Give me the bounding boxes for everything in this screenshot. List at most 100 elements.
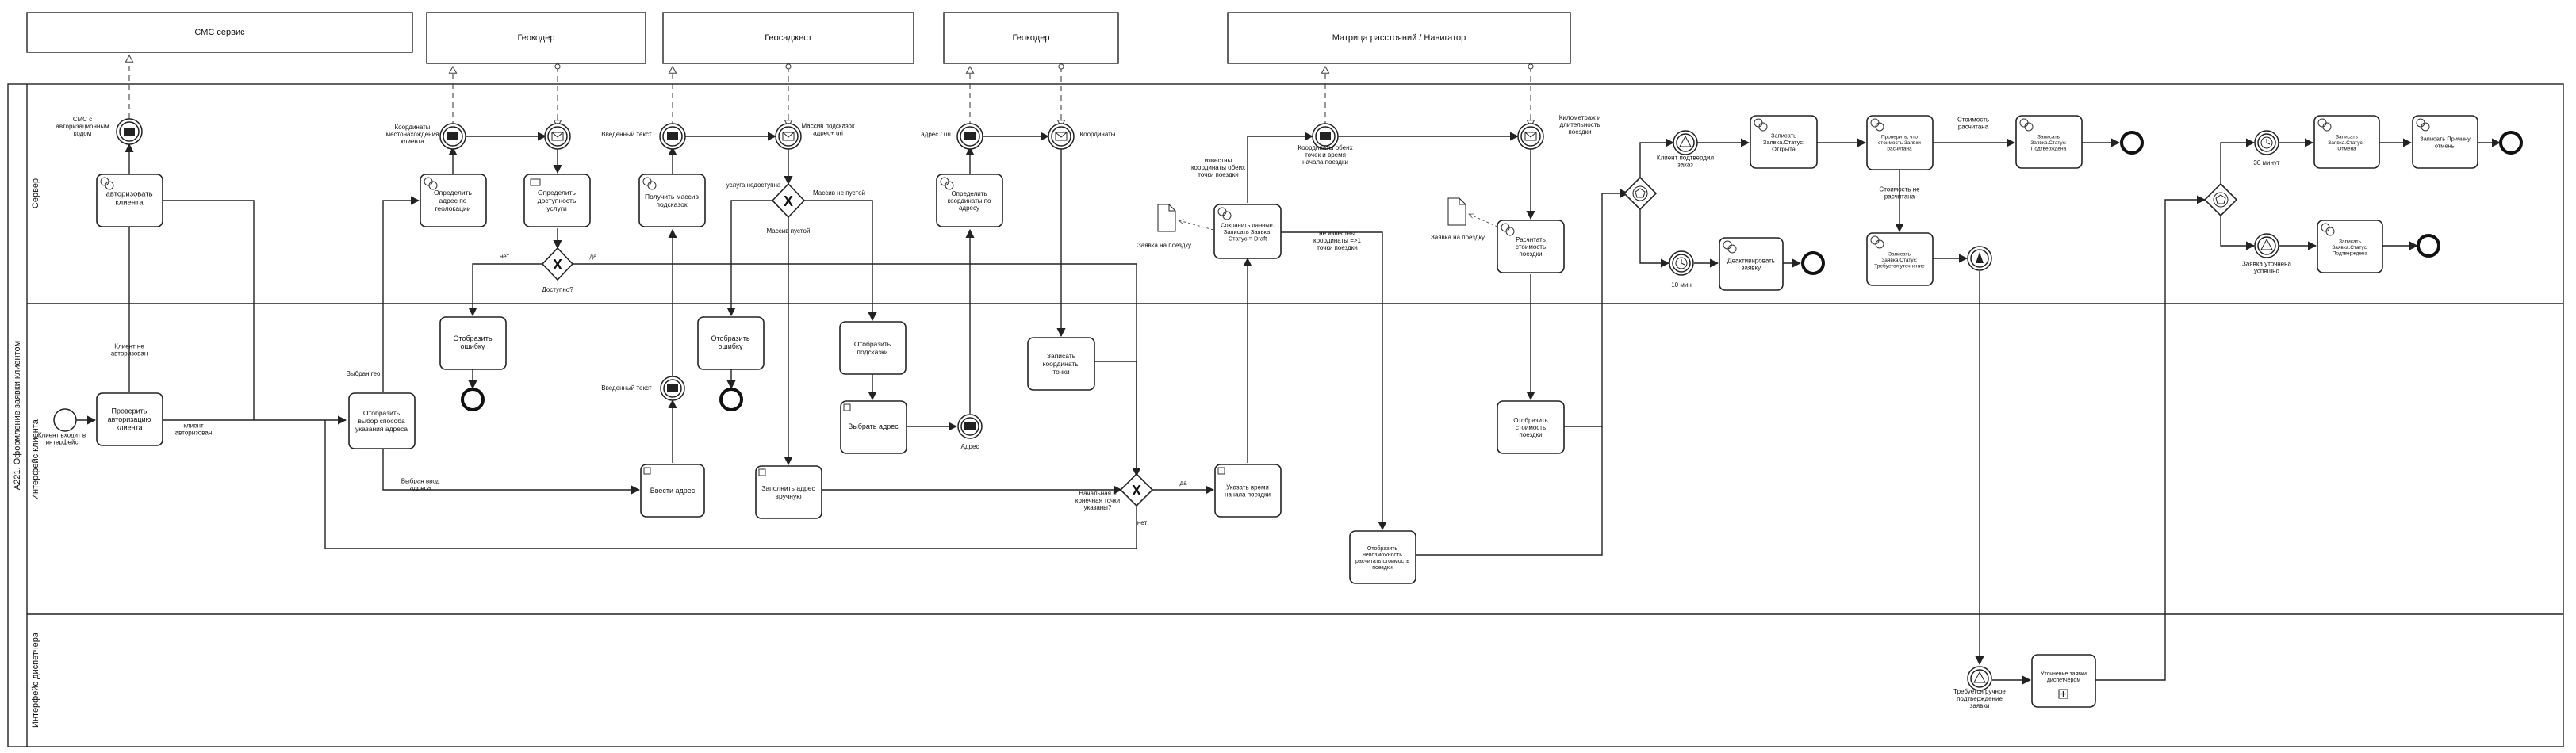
- lane-server-label: Сервер: [31, 178, 40, 208]
- task-save-draft[interactable]: Сохранить данные.Записать Заявка.Статус …: [1213, 204, 1282, 259]
- gateway-points-set-mark: X: [1132, 483, 1141, 499]
- order-clarified-event[interactable]: [2254, 233, 2279, 258]
- manual-confirm-event[interactable]: [1967, 666, 1992, 691]
- label-address-uri: адрес / uri: [921, 131, 951, 138]
- task-choose-address[interactable]: Выбрать адрес: [840, 400, 907, 454]
- label-coordinates: Координаты: [1079, 131, 1115, 138]
- lane-client-label: Интерфейс клиента: [31, 419, 40, 500]
- sequence-flows: [76, 132, 2501, 685]
- pool-geocoder-1: Геокодер: [426, 12, 646, 64]
- pool-geocoder-1-label: Геокодер: [518, 33, 555, 43]
- gateway-suggestions[interactable]: X: [771, 182, 806, 219]
- end-event-error-1[interactable]: [461, 388, 485, 411]
- task-choose-address-label: Выбрать адрес: [848, 422, 899, 430]
- label-array-empty: Массив пустой: [767, 227, 811, 235]
- pool-geosuggest-label: Геосаджест: [765, 33, 812, 43]
- label-no: нет: [500, 253, 510, 260]
- label-order-on-route-2: Заявка на поездку: [1431, 234, 1485, 241]
- suggest-throw-event[interactable]: [659, 123, 686, 150]
- pool-main-label: A221. Оформление заявки клиентом: [13, 341, 22, 490]
- link-event[interactable]: [1967, 246, 1992, 271]
- start-event[interactable]: [53, 408, 77, 432]
- timer-10min-event[interactable]: [1669, 250, 1694, 276]
- end-event-error-2[interactable]: [719, 388, 743, 411]
- entered-text-event[interactable]: [660, 376, 685, 401]
- event-gateway-2[interactable]: [2203, 182, 2238, 217]
- label-array-not-empty: Массив не пустой: [813, 189, 865, 197]
- user-icon: [530, 178, 1225, 476]
- geocoder-throw-event[interactable]: [956, 123, 983, 150]
- timer-30min-event[interactable]: [2254, 130, 2279, 155]
- matrix-catch-event[interactable]: [1517, 123, 1544, 150]
- data-object-order-1: [1157, 204, 1214, 232]
- client-confirmed-event[interactable]: [1673, 130, 1698, 155]
- sms-throw-event[interactable]: [116, 118, 143, 145]
- matrix-throw-event[interactable]: [1312, 123, 1339, 150]
- gateway-points-set[interactable]: X: [1119, 472, 1154, 507]
- label-chosen-geo: Выбран гео: [347, 370, 381, 377]
- address-event[interactable]: [957, 414, 983, 439]
- geo-throw-event[interactable]: [439, 123, 466, 150]
- message-flows: [129, 55, 1531, 127]
- label-ten-min: 10 мин: [1671, 281, 1692, 289]
- task-enter-address[interactable]: Ввести адрес: [640, 464, 705, 518]
- gateway-suggestions-mark: X: [784, 193, 793, 209]
- end-event-cancel[interactable]: [2499, 131, 2523, 155]
- gateway-available[interactable]: X: [541, 247, 574, 281]
- label-address: Адрес: [961, 443, 979, 450]
- geocoder-catch-event[interactable]: [1048, 123, 1075, 150]
- end-event-deactivate[interactable]: [1801, 251, 1825, 275]
- event-gateway-1[interactable]: [1623, 176, 1658, 211]
- lane-dispatcher-label: Интерфейс диспетчера: [31, 632, 40, 728]
- geo-catch-event[interactable]: [544, 123, 571, 150]
- end-event-confirmed-1[interactable]: [2120, 131, 2144, 155]
- suggest-catch-event[interactable]: [775, 123, 802, 150]
- label-available: Доступно?: [542, 286, 573, 293]
- label-order-on-route: Заявка на поездку: [1137, 242, 1191, 249]
- gateway-available-mark: X: [553, 257, 562, 273]
- end-event-confirmed-2[interactable]: [2417, 234, 2440, 258]
